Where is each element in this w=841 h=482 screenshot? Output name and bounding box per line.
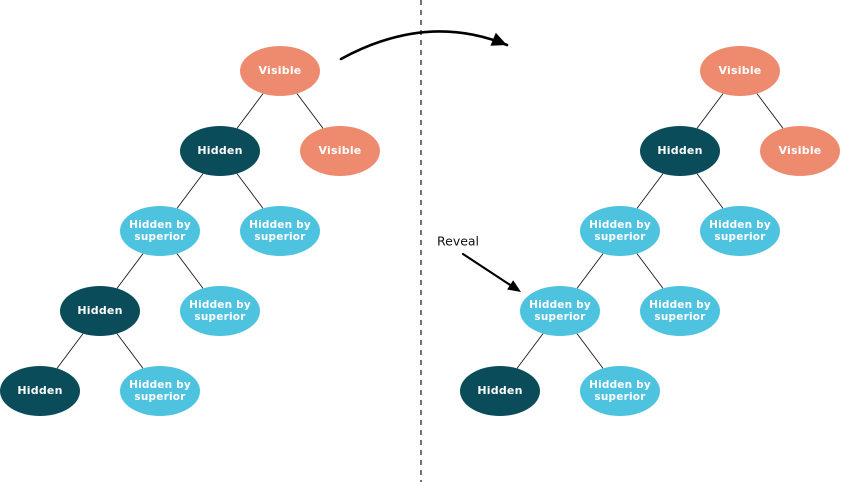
reveal-arrow-line [461, 252, 516, 289]
node-shape[interactable] [240, 46, 320, 96]
tree-edge [636, 253, 664, 289]
tree-node-hidden[interactable]: Hidden [640, 126, 720, 176]
node-label: Visible [259, 64, 302, 77]
reveal-label: Reveal [437, 234, 479, 249]
node-shape[interactable] [700, 46, 780, 96]
node-shape[interactable] [120, 366, 200, 416]
node-label: Hidden [17, 384, 62, 397]
tree-edge [56, 333, 84, 369]
node-label: Hidden [477, 384, 522, 397]
node-shape[interactable] [120, 206, 200, 256]
node-shape[interactable] [700, 206, 780, 256]
node-shape[interactable] [180, 126, 260, 176]
edge-group-left-tree [56, 93, 324, 369]
tree-node-hidden[interactable]: Hidden [460, 366, 540, 416]
edge-group-right-tree [516, 93, 784, 369]
node-shape[interactable] [180, 286, 260, 336]
tree-node-hidden[interactable]: Hidden [180, 126, 260, 176]
node-label: Hidden [77, 304, 122, 317]
node-shape[interactable] [0, 366, 80, 416]
reveal-annotation: Reveal [437, 234, 521, 292]
tree-node-visible[interactable]: Visible [300, 126, 380, 176]
transform-arrow-head-icon [490, 32, 507, 46]
tree-edge [116, 333, 144, 369]
node-shape[interactable] [60, 286, 140, 336]
node-shape[interactable] [580, 206, 660, 256]
tree-node-visible[interactable]: Visible [760, 126, 840, 176]
tree-edge [236, 173, 264, 209]
tree-edge [176, 173, 204, 209]
node-shape[interactable] [640, 286, 720, 336]
transform-arrow [339, 30, 509, 61]
tree-edge [236, 93, 264, 129]
node-shape[interactable] [760, 126, 840, 176]
node-label: Visible [319, 144, 362, 157]
tree-edge [576, 333, 604, 369]
node-shape[interactable] [240, 206, 320, 256]
node-shape[interactable] [300, 126, 380, 176]
tree-edge [696, 93, 724, 129]
tree-node-hidden[interactable]: Hidden [60, 286, 140, 336]
tree-edge [696, 173, 724, 209]
node-shape[interactable] [520, 286, 600, 336]
node-shape[interactable] [580, 366, 660, 416]
node-label: Hidden [197, 144, 242, 157]
reveal-arrow-head-icon [507, 280, 521, 292]
tree-edge [516, 333, 544, 369]
tree-edge [636, 173, 664, 209]
node-shape[interactable] [460, 366, 540, 416]
tree-edge [176, 253, 204, 289]
tree-edge [296, 93, 324, 129]
tree-node-visible[interactable]: Visible [240, 46, 320, 96]
node-label: Visible [779, 144, 822, 157]
tree-edge [116, 253, 144, 289]
node-shape[interactable] [640, 126, 720, 176]
node-label: Visible [719, 64, 762, 77]
transform-arrow-curve [339, 30, 509, 61]
node-label: Hidden [657, 144, 702, 157]
tree-node-visible[interactable]: Visible [700, 46, 780, 96]
tree-edge [576, 253, 604, 289]
tree-edge [756, 93, 784, 129]
tree-node-hidden[interactable]: Hidden [0, 366, 80, 416]
